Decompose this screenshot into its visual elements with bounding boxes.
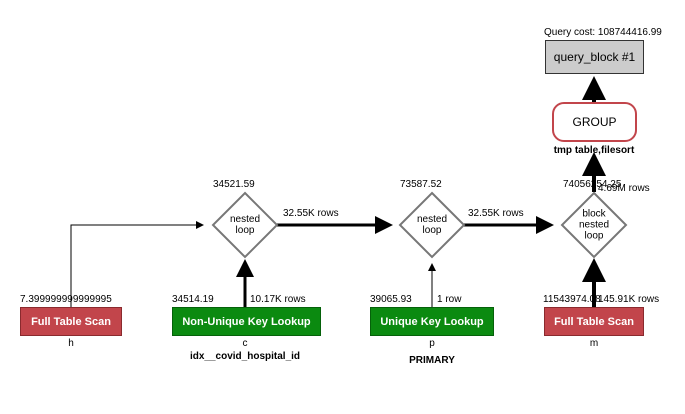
query-block-label: query_block #1 bbox=[553, 50, 636, 64]
table-c-access-label: Non-Unique Key Lookup bbox=[182, 315, 311, 328]
table-p-alias: p bbox=[429, 338, 435, 349]
table-c-node[interactable]: Non-Unique Key Lookup bbox=[172, 307, 321, 336]
table-c-alias: c bbox=[242, 338, 248, 349]
nested-loop-1-shape[interactable] bbox=[211, 191, 279, 259]
table-m-access-label: Full Table Scan bbox=[554, 315, 634, 328]
table-p-rows: 1 row bbox=[437, 294, 462, 305]
table-m-alias: m bbox=[589, 338, 599, 349]
nested-loop-3-shape[interactable] bbox=[560, 191, 628, 259]
group-extra-label: tmp table,filesort bbox=[553, 145, 635, 156]
loop3-out-rows: 4.69M rows bbox=[598, 183, 650, 194]
table-h-access-label: Full Table Scan bbox=[31, 315, 111, 328]
table-h-alias: h bbox=[68, 338, 74, 349]
loop1-out-rows: 32.55K rows bbox=[283, 208, 339, 219]
table-c-cost: 34514.19 bbox=[172, 294, 214, 305]
edge-h-to-loop1 bbox=[70, 221, 204, 307]
table-c-key: idx__covid_hospital_id bbox=[189, 351, 301, 362]
table-h-node[interactable]: Full Table Scan bbox=[20, 307, 122, 336]
table-p-access-label: Unique Key Lookup bbox=[380, 315, 484, 328]
nested-loop-2-shape[interactable] bbox=[398, 191, 466, 259]
query-cost-label: Query cost: 108744416.99 bbox=[544, 27, 662, 38]
table-p-node[interactable]: Unique Key Lookup bbox=[370, 307, 494, 336]
loop1-cost: 34521.59 bbox=[213, 179, 255, 190]
table-m-node[interactable]: Full Table Scan bbox=[544, 307, 644, 336]
table-h-cost: 7.399999999999995 bbox=[20, 294, 112, 305]
table-p-cost: 39065.93 bbox=[370, 294, 412, 305]
table-m-cost: 11543974.08 bbox=[543, 294, 601, 305]
group-label: GROUP bbox=[572, 115, 617, 129]
query-block-node[interactable]: query_block #1 bbox=[545, 40, 644, 74]
table-c-rows: 10.17K rows bbox=[250, 294, 306, 305]
loop2-cost: 73587.52 bbox=[400, 179, 442, 190]
table-p-key: PRIMARY bbox=[409, 355, 455, 366]
loop2-out-rows: 32.55K rows bbox=[468, 208, 524, 219]
loop3-cost: 74056254.25 bbox=[563, 179, 622, 190]
table-m-rows: 145.91K rows bbox=[598, 294, 660, 305]
group-node[interactable]: GROUP bbox=[552, 102, 637, 142]
